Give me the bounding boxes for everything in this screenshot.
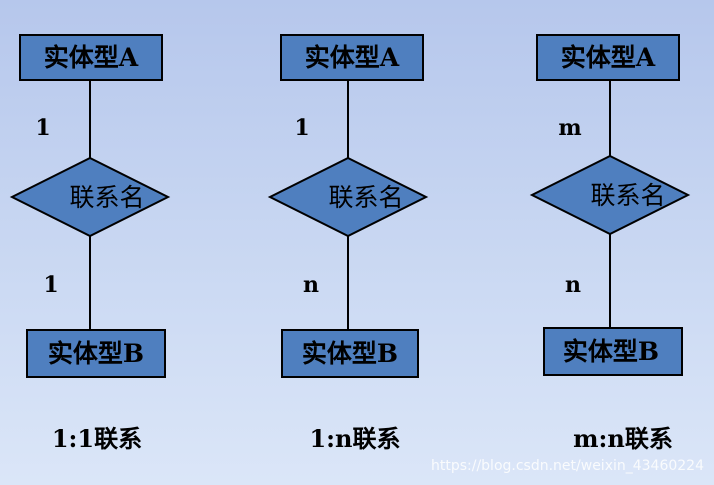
relationship-label: 联系名 bbox=[69, 183, 144, 212]
cardinality-top: m bbox=[558, 115, 581, 141]
entity-box-top bbox=[536, 34, 680, 81]
entity-label-bottom: 实体型B bbox=[48, 339, 144, 368]
entity-label-bottom: 实体型B bbox=[302, 339, 398, 368]
relationship-label: 联系名 bbox=[590, 181, 665, 210]
relationship-diamond bbox=[267, 156, 429, 238]
panel-many-to-many: 实体型A 联系名 m n 实体型B m:n联系 bbox=[529, 34, 691, 453]
entity-box-bottom bbox=[543, 327, 683, 376]
relationship-type-caption: 1:1联系 bbox=[52, 424, 142, 453]
relationship-label: 联系名 bbox=[328, 183, 403, 212]
cardinality-bottom: 1 bbox=[43, 272, 58, 298]
relationship-diamond bbox=[529, 154, 691, 236]
relationship-type-caption: m:n联系 bbox=[573, 424, 673, 453]
entity-box-top bbox=[280, 34, 424, 81]
cardinality-bottom: n bbox=[303, 272, 319, 298]
relationship-diamond bbox=[9, 156, 171, 238]
cardinality-bottom: n bbox=[565, 272, 581, 298]
entity-label-top: 实体型A bbox=[44, 43, 139, 72]
watermark: https://blog.csdn.net/weixin_43460224 bbox=[431, 458, 704, 474]
entity-box-bottom bbox=[281, 329, 419, 378]
entity-label-top: 实体型A bbox=[561, 43, 656, 72]
entity-label-top: 实体型A bbox=[305, 43, 400, 72]
cardinality-top: 1 bbox=[35, 115, 50, 141]
relationship-type-caption: 1:n联系 bbox=[309, 424, 400, 453]
entity-box-top bbox=[19, 34, 163, 81]
panel-one-to-many: 实体型A 联系名 1 n 实体型B 1:n联系 bbox=[267, 34, 429, 453]
entity-box-bottom bbox=[26, 329, 166, 378]
panel-one-to-one: 实体型A 联系名 1 1 实体型B 1:1联系 bbox=[9, 34, 171, 453]
entity-label-bottom: 实体型B bbox=[563, 337, 659, 366]
cardinality-top: 1 bbox=[294, 115, 309, 141]
